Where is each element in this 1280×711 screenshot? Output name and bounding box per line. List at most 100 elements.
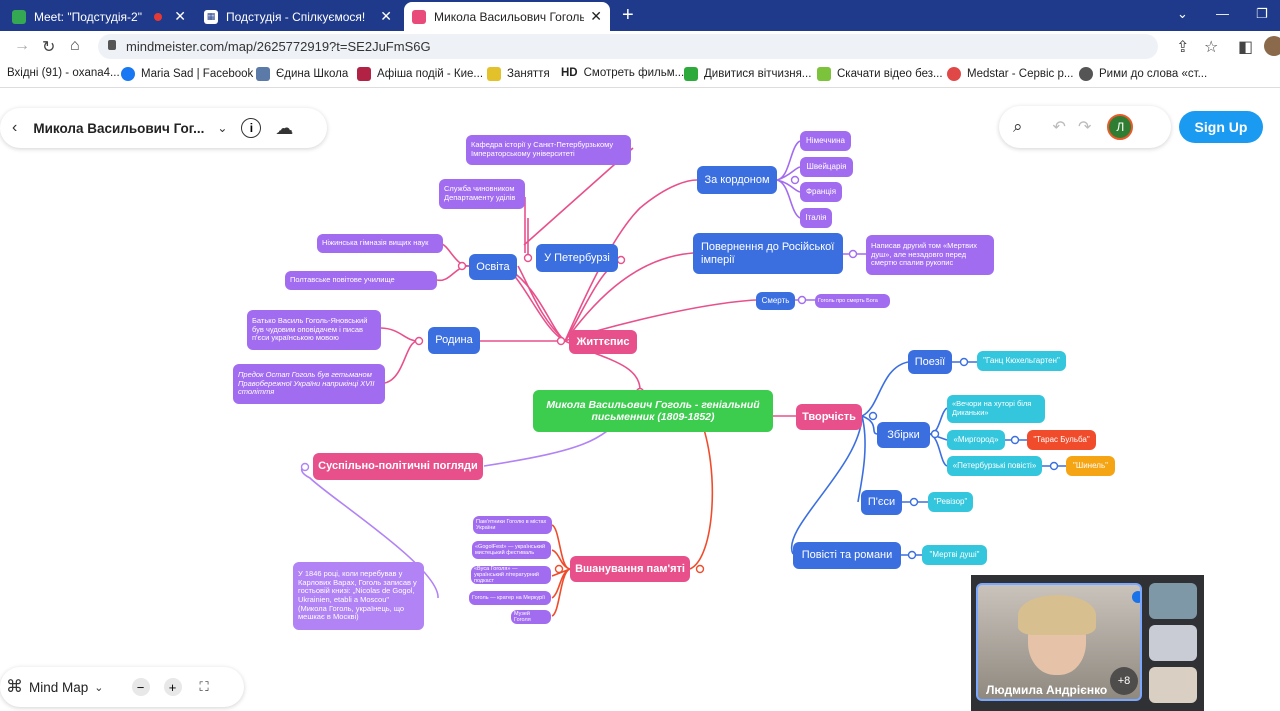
bookmark-item[interactable]: Вхідні (91) - oxana4... [7, 67, 120, 79]
url-field[interactable]: mindmeister.com/map/2625772919?t=SE2JuFm… [98, 34, 1158, 59]
node-zbirky[interactable]: Збірки [877, 422, 930, 448]
note-gogolfest[interactable]: «GogolFest» — український мистецький фес… [472, 541, 551, 559]
back-icon[interactable]: ‹ [12, 119, 18, 136]
note-kafedra[interactable]: Кафедра історії у Санкт-Петербурзькому І… [466, 135, 631, 165]
node-hants[interactable]: "Ганц Кюхельгартен" [977, 351, 1066, 371]
chevron-down-icon[interactable]: ⌄ [94, 681, 104, 694]
node-shynel[interactable]: "Шинель" [1066, 456, 1115, 476]
note-kniha[interactable]: У 1846 році, коли перебував у Карлових В… [293, 562, 424, 630]
note-sluzhba[interactable]: Служба чиновником Департаменту уділів [439, 179, 525, 209]
node-povernennia[interactable]: Повернення до Російської імперії [693, 233, 843, 274]
node-taras[interactable]: "Тарас Бульба" [1027, 430, 1096, 450]
mindmeister-icon [412, 9, 426, 24]
node-pesy[interactable]: П'єси [861, 490, 902, 515]
maximize-icon[interactable]: ❐ [1256, 6, 1268, 21]
node-myrhorod[interactable]: «Миргород» [947, 430, 1005, 450]
bookmarks-bar: Вхідні (91) - oxana4... Maria Sad | Face… [0, 62, 1280, 88]
undo-icon[interactable]: ↶ [1052, 119, 1066, 136]
note-povernennia[interactable]: Написав другий том «Мертвих душ», але не… [866, 235, 994, 275]
meet-icon [12, 9, 26, 24]
note-smert[interactable]: Гоголь про смерть Бога [815, 294, 890, 308]
zoom-in-icon[interactable]: + [163, 678, 182, 696]
node-poezii[interactable]: Поезії [908, 350, 952, 374]
events-icon [357, 67, 371, 81]
node-peterburzki[interactable]: «Петербурзькі повісті» [947, 456, 1042, 476]
view-mode-select[interactable]: Mind Map [29, 679, 89, 695]
cloud-download-icon[interactable]: ☁ [275, 117, 294, 138]
root-node[interactable]: Микола Васильович Гоголь - геніальний пи… [533, 390, 773, 432]
map-actions-toolbar: ⌕ ↶ ↷ Л [999, 106, 1171, 148]
note-nizhynska[interactable]: Ніжинська гімназія вищих наук [317, 234, 443, 253]
bookmark-item[interactable]: Скачати відео без... [817, 67, 943, 81]
share-icon[interactable]: ⇪ [1176, 39, 1190, 56]
zoom-out-icon[interactable]: − [131, 678, 150, 696]
node-mertvi[interactable]: "Мертві душі" [922, 545, 987, 565]
node-rodyna[interactable]: Родина [428, 327, 480, 354]
node-vechory[interactable]: «Вечори на хуторі біля Диканьки» [947, 395, 1045, 423]
bookmark-item[interactable]: Medstar - Сервіс р... [947, 67, 1073, 81]
note-vusa[interactable]: «Вуса Гоголя» — український літературний… [471, 566, 551, 584]
more-participants-badge[interactable]: +8 [1110, 667, 1138, 695]
close-tab-icon[interactable]: ✕ [380, 8, 392, 24]
fit-to-screen-icon[interactable]: ⛶ [199, 679, 209, 694]
node-zhyttiepys[interactable]: Життєпис [569, 330, 637, 354]
bookmark-star-icon[interactable]: ☆ [1204, 39, 1219, 56]
browser-address-bar: → ↻ ⌂ mindmeister.com/map/2625772919?t=S… [0, 31, 1280, 62]
home-icon[interactable]: ⌂ [70, 37, 80, 54]
user-avatar[interactable]: Л [1107, 114, 1134, 140]
bookmark-item[interactable]: Рими до слова «ст... [1079, 67, 1207, 81]
node-vshanuvannia[interactable]: Вшанування пам'яті [570, 556, 690, 582]
back-icon[interactable]: → [14, 37, 30, 54]
tab-search-icon[interactable]: ⌄ [1177, 6, 1188, 21]
bookmark-item[interactable]: Заняття [487, 67, 550, 81]
node-nimechchyna[interactable]: Німеччина [800, 131, 851, 151]
map-title-toolbar: ‹ Микола Васильович Гог... ⌄ i ☁ [0, 108, 327, 148]
node-shveitsariia[interactable]: Швейцарія [800, 157, 853, 177]
tab-mindmeister[interactable]: Микола Васильович Гоголь - ге ✕ [404, 2, 610, 31]
new-tab-button[interactable]: + [622, 4, 634, 26]
side-panel-icon[interactable]: ◧ [1238, 39, 1254, 56]
bookmark-item[interactable]: Єдина Школа [256, 67, 348, 81]
map-title[interactable]: Микола Васильович Гог... [33, 120, 205, 136]
sign-up-button[interactable]: Sign Up [1179, 111, 1263, 143]
note-predok[interactable]: Предок Остап Гоголь був гетьманом Правоб… [233, 364, 385, 404]
node-osvita[interactable]: Освіта [469, 254, 517, 280]
participant-video[interactable] [1149, 667, 1197, 703]
school-icon [256, 67, 270, 81]
mind-map-canvas[interactable]: Микола Васильович Гоголь - геніальний пи… [0, 88, 1280, 711]
participant-video[interactable] [1149, 583, 1197, 619]
node-tvorchist[interactable]: Творчість [796, 404, 862, 430]
profile-avatar[interactable] [1264, 36, 1280, 56]
note-poltavske[interactable]: Полтавське повітове училище [285, 271, 437, 290]
node-za-kordonom[interactable]: За кордоном [697, 166, 777, 194]
tab-meet[interactable]: Meet: "Подстудія-2" ✕ [4, 2, 194, 31]
node-smert[interactable]: Смерть [756, 292, 795, 310]
chevron-down-icon[interactable]: ⌄ [217, 121, 228, 135]
close-tab-icon[interactable]: ✕ [174, 8, 186, 24]
note-pamiatnyky[interactable]: Пам'ятники Гоголю в містах України [473, 516, 552, 534]
info-icon[interactable]: i [241, 118, 262, 138]
bookmark-item[interactable]: Дивитися вітчизня... [684, 67, 811, 81]
reload-icon[interactable]: ↻ [42, 39, 56, 56]
participant-video[interactable] [1149, 625, 1197, 661]
node-frantsiia[interactable]: Франція [800, 182, 842, 202]
node-suspilno[interactable]: Суспільно-політичні погляди [313, 453, 483, 480]
node-italiia[interactable]: Італія [800, 208, 832, 228]
redo-icon[interactable]: ↷ [1077, 119, 1092, 136]
video-call-overlay[interactable]: Людмила Андрієнко +8 [971, 575, 1204, 711]
node-revizor[interactable]: "Ревізор" [928, 492, 973, 512]
bookmark-item[interactable]: Афіша подій - Кие... [357, 67, 483, 81]
search-icon[interactable]: ⌕ [1013, 117, 1023, 136]
note-muzei[interactable]: Музей Гоголя [511, 610, 551, 624]
bookmark-item[interactable]: Maria Sad | Facebook [121, 67, 253, 81]
close-tab-icon[interactable]: ✕ [590, 8, 602, 24]
note-batko[interactable]: Батько Василь Гоголь-Яновський був чудов… [247, 310, 381, 350]
speaker-video[interactable]: Людмила Андрієнко +8 [976, 583, 1142, 701]
video-icon [684, 67, 698, 81]
node-u-peterburzi[interactable]: У Петербурзі [536, 244, 618, 272]
node-povisti[interactable]: Повісті та романи [793, 542, 901, 569]
minimize-icon[interactable]: — [1216, 6, 1229, 21]
note-kraiater[interactable]: Гоголь — кратер на Меркурії [469, 591, 551, 605]
tab-podstudiia[interactable]: ▦ Подстудія - Спілкуємося! ✕ [196, 2, 400, 31]
